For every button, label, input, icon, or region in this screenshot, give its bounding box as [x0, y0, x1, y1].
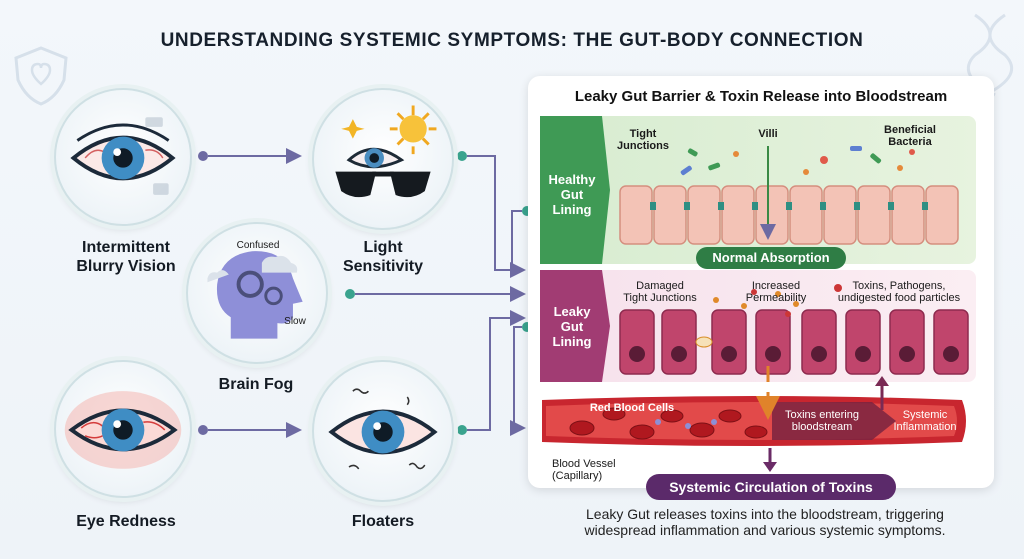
- circulation-down-arrow: [763, 448, 777, 472]
- confused-label: Confused: [236, 240, 280, 251]
- floaters-circle: [312, 360, 454, 502]
- blurry-vision-label: Intermittent Blurry Vision: [76, 239, 176, 275]
- page-title: UNDERSTANDING SYSTEMIC SYMPTOMS: THE GUT…: [160, 30, 864, 51]
- blurry-eye-icon: [70, 117, 176, 195]
- beneficial-bacteria-label: Beneficial Bacteria: [884, 124, 936, 148]
- normal-absorption-badge: Normal Absorption: [696, 247, 846, 269]
- heart-shield-icon: [14, 46, 68, 106]
- leaky-lining-label: Leaky Gut Lining: [552, 304, 592, 349]
- blood-vessel-section: Red Blood Cells Toxins entering bloodstr…: [542, 392, 970, 450]
- blurry-vision-circle: [54, 88, 192, 226]
- red-blood-cells-label: Red Blood Cells: [589, 402, 675, 414]
- damaged-junctions-label: Damaged Tight Junctions: [623, 280, 697, 304]
- villi-label: Villi: [758, 128, 778, 140]
- eye-redness-label: Eye Redness: [76, 513, 176, 530]
- healthy-lining-label: Healthy Gut Lining: [548, 172, 596, 217]
- tight-junctions-label: Tight Junctions: [617, 128, 669, 152]
- brain-fog-label: Brain Fog: [218, 376, 294, 393]
- panel-title: Leaky Gut Barrier & Toxin Release into B…: [574, 88, 948, 105]
- toxins-label: Toxins, Pathogens, undigested food parti…: [837, 280, 961, 304]
- leaky-cells-drawing: [540, 270, 969, 382]
- toxins-entering-label: Toxins entering bloodstream: [785, 409, 859, 433]
- footer-caption: Leaky Gut releases toxins into the blood…: [584, 506, 946, 538]
- leaky-lining-section: Leaky Gut Lining Damaged Tight Junctions…: [540, 270, 976, 382]
- light-sensitivity-circle: [312, 88, 454, 230]
- red-eye-icon: [64, 391, 182, 469]
- blood-vessel-label: Blood Vessel (Capillary): [552, 458, 616, 482]
- slow-label: Slow: [284, 316, 306, 327]
- floaters-label: Floaters: [351, 513, 415, 530]
- blood-vessel-drawing: [542, 392, 966, 446]
- systemic-circulation-badge: Systemic Circulation of Toxins: [646, 474, 896, 500]
- sunglasses-sun-icon: [335, 105, 437, 198]
- light-sensitivity-label: Light Sensitivity: [342, 239, 424, 275]
- healthy-cells-drawing: [540, 116, 959, 264]
- brain-fog-circle: Confused Slow: [186, 222, 328, 364]
- floaters-eye-icon: [328, 388, 438, 470]
- healthy-lining-section: Healthy Gut Lining Tight Junctions Villi…: [540, 116, 976, 264]
- eye-redness-circle: [54, 360, 192, 498]
- inflammation-up-arrow: [875, 376, 889, 410]
- head-gears-icon: [207, 251, 303, 339]
- increased-permeability-label: Increased Permeability: [745, 280, 807, 304]
- systemic-inflammation-label: Systemic Inflammation: [893, 409, 957, 433]
